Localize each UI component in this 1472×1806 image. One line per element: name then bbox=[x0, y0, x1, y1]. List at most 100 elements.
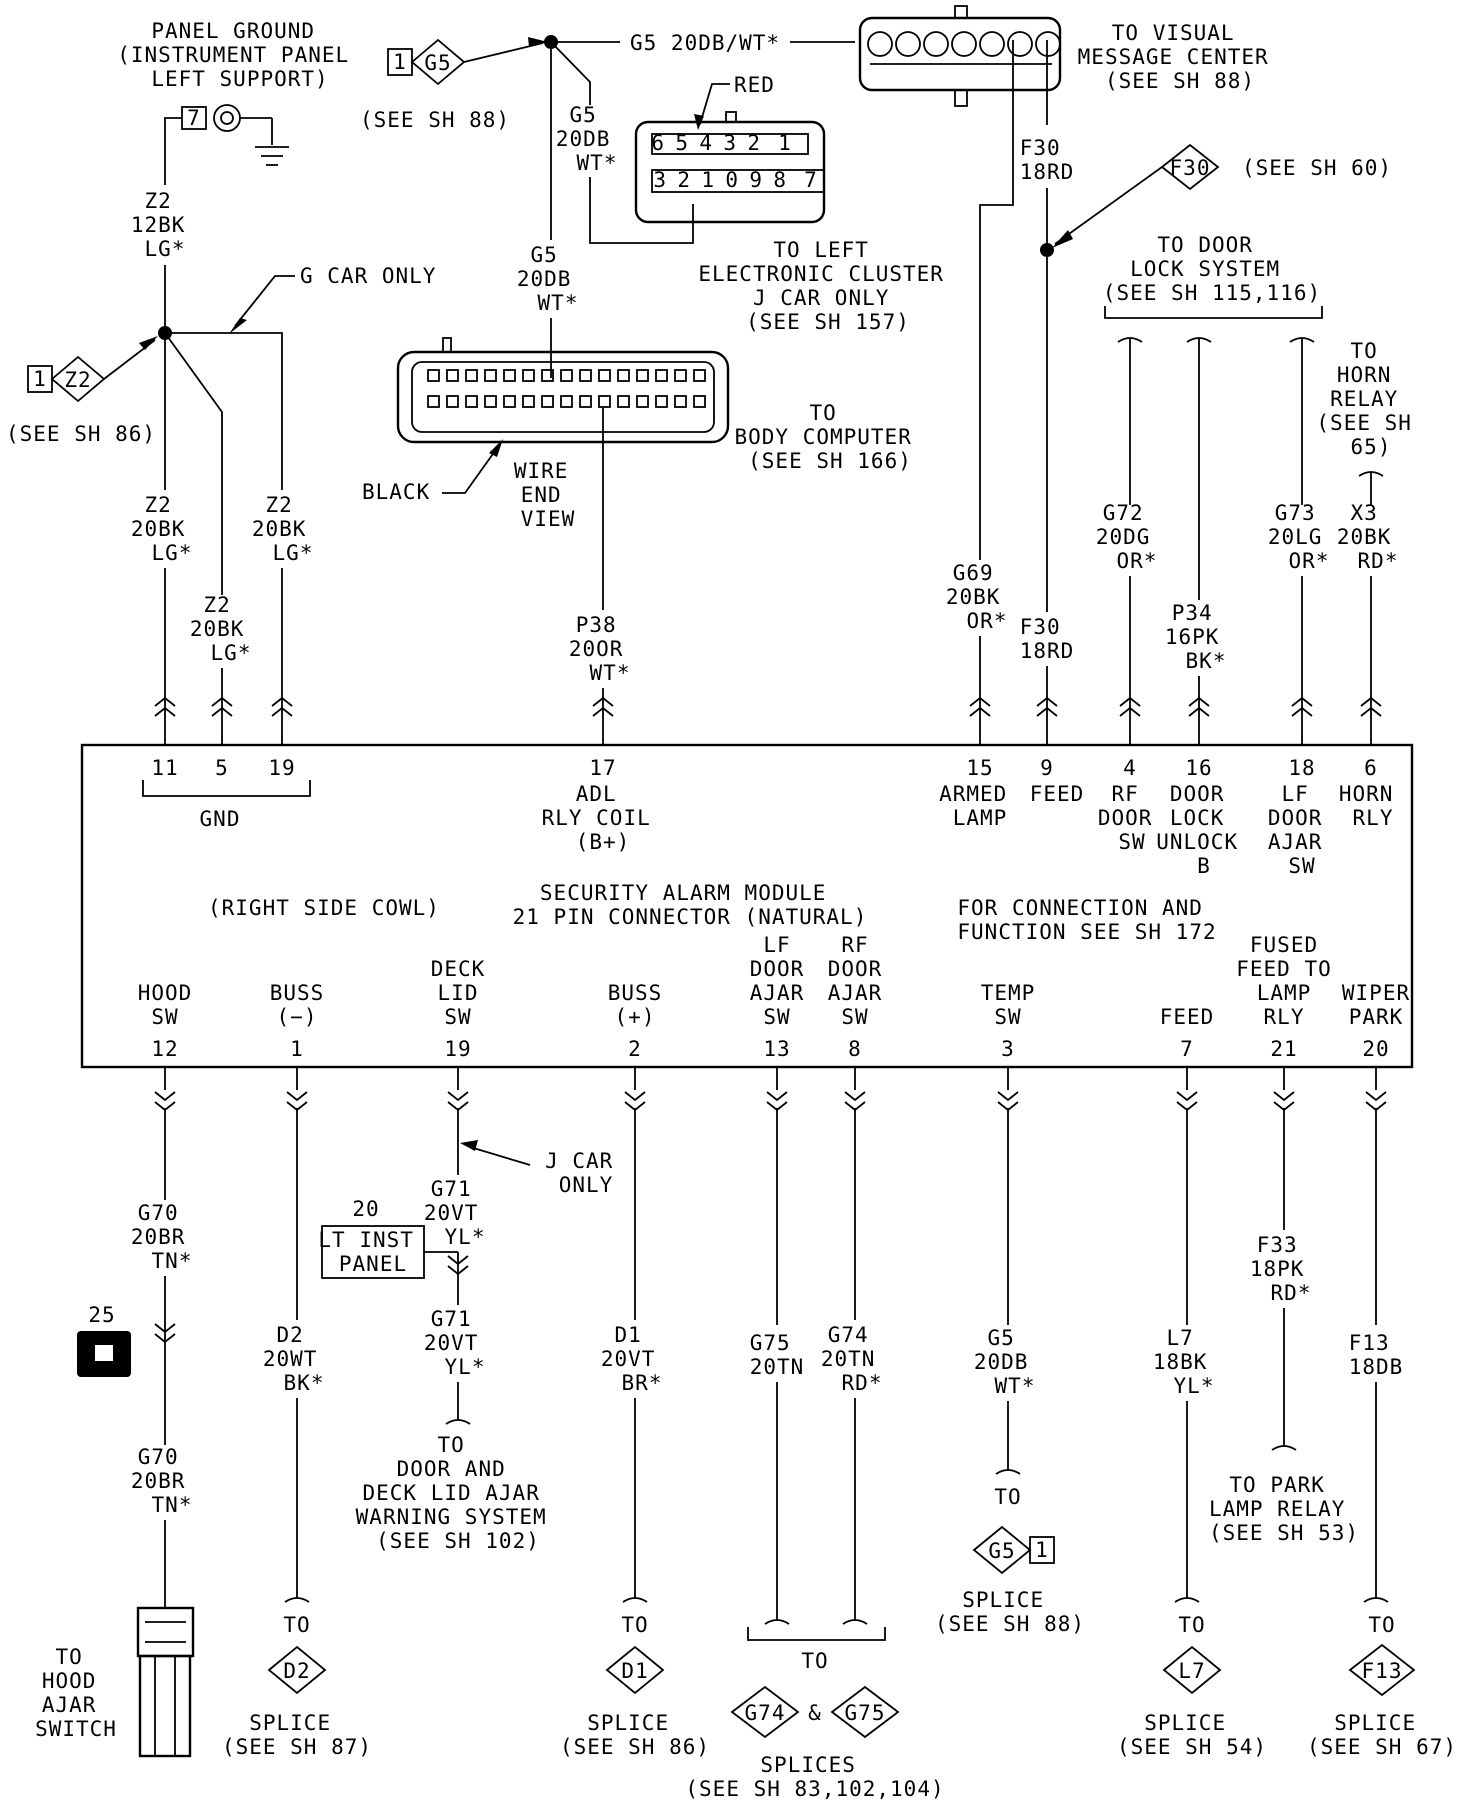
d1-tag: D1 bbox=[621, 1659, 648, 1683]
splices-label: SPLICES (SEE SH 83,102,104) bbox=[685, 1753, 944, 1801]
d2-to: TO bbox=[283, 1613, 310, 1637]
connector-chevron bbox=[624, 1091, 646, 1112]
gnd-bracket bbox=[142, 780, 311, 797]
top-connector-chevrons bbox=[154, 696, 1382, 717]
to-park-lamp-relay: TO PARK LAMP RELAY (SEE SH 53) bbox=[1209, 1473, 1359, 1545]
f33-label: F33 18PK RD* bbox=[1250, 1233, 1318, 1305]
bcm-pin-cavity bbox=[427, 395, 440, 408]
gnd-label: GND bbox=[200, 807, 241, 831]
bcm-pin-cavity bbox=[446, 369, 459, 382]
module-pin-6: 6 bbox=[1364, 756, 1378, 780]
g71-a-label: G71 20VT YL* bbox=[424, 1177, 492, 1249]
module-bottom-pin: 1 bbox=[290, 1037, 304, 1061]
see-sh-88: (SEE SH 88) bbox=[360, 108, 510, 132]
left-cluster-connector bbox=[634, 111, 826, 224]
module-bottom-label: FEED bbox=[1160, 1005, 1215, 1029]
connector-chevron bbox=[997, 1091, 1019, 1112]
bcm-pin-cavity bbox=[427, 369, 440, 382]
z2-11-label: Z2 20BK LG* bbox=[131, 493, 199, 565]
g74-tag: G74 bbox=[745, 1701, 786, 1725]
amp-label: & bbox=[808, 1701, 822, 1725]
armed-lamp-label: ARMED LAMP bbox=[939, 782, 1021, 830]
f13-to: TO bbox=[1368, 1613, 1395, 1637]
module-bottom-label: BUSS(−) bbox=[270, 981, 325, 1029]
f30-top-label: F30 18RD bbox=[1020, 136, 1075, 184]
module-pin-18: 18 bbox=[1288, 756, 1315, 780]
right-side-cowl: (RIGHT SIDE COWL) bbox=[208, 896, 440, 920]
g75-tag: G75 bbox=[845, 1701, 886, 1725]
connector-chevron bbox=[1119, 696, 1141, 717]
bcm-pins bbox=[427, 369, 706, 408]
module-pin-5: 5 bbox=[215, 756, 229, 780]
black-label: BLACK bbox=[362, 480, 430, 504]
x3-label: X3 20BK RD* bbox=[1337, 501, 1405, 573]
bcm-pin-cavity bbox=[522, 369, 535, 382]
panel-ground-label: PANEL GROUND (INSTRUMENT PANEL LEFT SUPP… bbox=[117, 19, 363, 91]
g74-wire-end bbox=[842, 1619, 868, 1625]
connector-20-label: 20 bbox=[352, 1197, 379, 1221]
l7-splice: SPLICE (SEE SH 54) bbox=[1117, 1711, 1267, 1759]
bcm-pin-cavity bbox=[446, 395, 459, 408]
connector-chevron bbox=[211, 696, 233, 717]
red-leader bbox=[699, 83, 730, 125]
g5-to-cluster-wire bbox=[550, 41, 591, 105]
z2-19-label: Z2 20BK LG* bbox=[252, 493, 320, 565]
connector-chevron bbox=[969, 696, 991, 717]
g5-tag-num: 1 bbox=[393, 50, 407, 74]
to-body-computer: TO BODY COMPUTER (SEE SH 166) bbox=[734, 401, 925, 473]
z2-tag-label: Z2 bbox=[64, 368, 91, 392]
l7-wire-end bbox=[1174, 1597, 1200, 1603]
lt-inst-panel: LT INST PANEL bbox=[318, 1228, 427, 1276]
module-pin-11: 11 bbox=[151, 756, 178, 780]
bcm-pin-cavity bbox=[617, 395, 630, 408]
bcm-pin-cavity bbox=[503, 395, 516, 408]
splice-dot-f30 bbox=[1040, 243, 1054, 257]
l7-diamond bbox=[1162, 1645, 1222, 1695]
rf-door-label: RF DOOR SW bbox=[1098, 782, 1166, 854]
connector-chevron bbox=[154, 696, 176, 717]
f30-tag-label: F30 bbox=[1170, 156, 1211, 180]
connector-chevron bbox=[286, 1091, 308, 1112]
bcm-pin-cavity bbox=[560, 369, 573, 382]
z2-5-label: Z2 20BK LG* bbox=[190, 593, 258, 665]
g5-splice: SPLICE (SEE SH 88) bbox=[935, 1588, 1085, 1636]
g5-temp-label: G5 20DB WT* bbox=[974, 1326, 1042, 1398]
bcm-pin-cavity bbox=[579, 395, 592, 408]
f13-label: F13 18DB bbox=[1349, 1331, 1404, 1379]
module-bottom-pin: 7 bbox=[1180, 1037, 1194, 1061]
bcm-pin-cavity bbox=[617, 369, 630, 382]
g5-bcm-label: G5 20DB WT* bbox=[517, 243, 585, 315]
module-pin-17: 17 bbox=[589, 756, 616, 780]
l7-tag: L7 bbox=[1178, 1659, 1205, 1683]
to-door-lock-system: TO DOOR LOCK SYSTEM (SEE SH 115,116) bbox=[1103, 233, 1321, 305]
g5-tag-label: G5 bbox=[424, 51, 451, 75]
connector-chevron bbox=[1360, 696, 1382, 717]
g71-wire-end bbox=[445, 1419, 471, 1425]
f30-bottom-label: F30 18RD bbox=[1020, 615, 1075, 663]
d1-to: TO bbox=[621, 1613, 648, 1637]
module-pin-9: 9 bbox=[1040, 756, 1054, 780]
wire-pin-5 bbox=[164, 332, 223, 595]
black-leader bbox=[442, 443, 501, 494]
vmc-pin bbox=[1007, 31, 1033, 57]
g75-wire-end bbox=[764, 1619, 790, 1625]
connector-chevron bbox=[1188, 696, 1210, 717]
bcm-pin-cavity bbox=[655, 395, 668, 408]
l7-to: TO bbox=[1178, 1613, 1205, 1637]
g5-line-label: G5 20DB/WT* bbox=[630, 31, 780, 55]
connector-chevron bbox=[766, 1091, 788, 1112]
d1-label: D1 20VT BR* bbox=[601, 1323, 669, 1395]
connector-chevron bbox=[271, 696, 293, 717]
g5-bottom-tag-num: 1 bbox=[1035, 1538, 1049, 1562]
to-hood-ajar-switch: TO HOOD AJAR SWITCH bbox=[35, 1645, 117, 1741]
adl-label: ADL RLY COIL (B+) bbox=[542, 782, 665, 854]
arrow-head bbox=[694, 114, 704, 130]
bcm-pin-cavity bbox=[522, 395, 535, 408]
connector-chevron bbox=[844, 1091, 866, 1112]
p34-label: P34 16PK BK* bbox=[1165, 601, 1233, 673]
f30-tag-wire bbox=[1054, 166, 1163, 245]
